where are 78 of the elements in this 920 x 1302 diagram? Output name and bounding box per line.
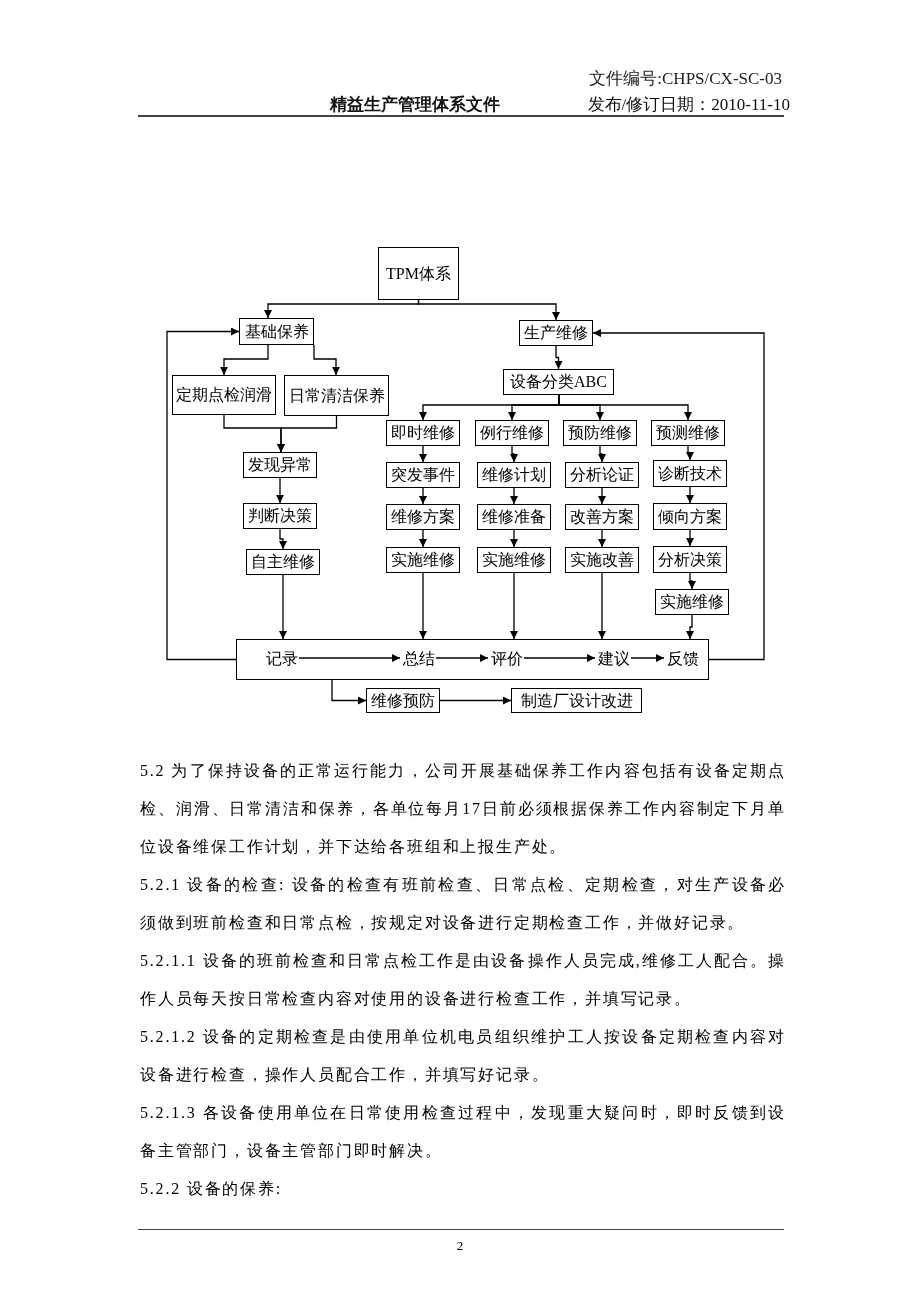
header-text: 发布/修订日期：2010-11-10 — [586, 94, 790, 116]
arrow — [331, 679, 367, 705]
arrow — [598, 445, 606, 463]
page-number: 2 — [455, 1237, 465, 1255]
arrow — [558, 394, 692, 421]
arrow — [419, 487, 427, 505]
process-box: 实施维修 — [386, 547, 460, 573]
arrow — [688, 572, 696, 590]
arrow — [279, 528, 287, 550]
body-paragraph: 5.2.2 设备的保养: — [140, 1179, 284, 1199]
process-box: 突发事件 — [386, 462, 460, 488]
header-text: 精益生产管理体系文件 — [330, 93, 501, 116]
process-box: 预测维修 — [651, 420, 725, 446]
process-box: 分析决策 — [653, 546, 727, 573]
step-label: 建议 — [596, 649, 632, 669]
step-label: 反馈 — [665, 649, 701, 669]
arrow — [435, 654, 489, 662]
arrow — [686, 614, 694, 640]
process-box: 定期点检润滑 — [172, 375, 276, 415]
arrow — [419, 445, 427, 463]
process-box: 日常清洁保养 — [284, 375, 389, 416]
arrow — [439, 696, 512, 705]
arrow — [298, 654, 401, 662]
process-box: 预防维修 — [563, 420, 637, 446]
arrow — [277, 415, 338, 453]
arrow — [592, 329, 765, 661]
body-paragraph: 5.2.1 设备的检查: 设备的检查有班前检查、日常点检、定期检查，对生产设备必须做到班前检查和日常点检，按规定对设备进行定期检查工作，并做好记录。 — [140, 875, 786, 933]
process-box: 判断决策 — [243, 503, 317, 529]
header-text: 文件编号:CHPS/CX-SC-03 — [588, 68, 782, 90]
process-box: 分析论证 — [565, 462, 639, 488]
process-box: 实施改善 — [565, 547, 639, 573]
arrow — [510, 487, 518, 505]
arrow — [313, 344, 340, 376]
process-box: 诊断技术 — [653, 460, 727, 487]
arrow — [630, 654, 665, 662]
arrow — [598, 529, 606, 548]
process-box: 实施维修 — [655, 589, 729, 615]
step-label: 评价 — [489, 649, 525, 669]
process-box: 即时维修 — [386, 420, 460, 446]
process-box: 维修预防 — [366, 688, 440, 713]
process-box: 发现异常 — [243, 452, 317, 478]
body-paragraph: 5.2 为了保持设备的正常运行能力，公司开展基础保养工作内容包括有设备定期点检、润滑、日常清洁和保养，各单位每月17日前必须根据保养工作内容制定下月单位设备维保工作计划，并下达给各班组和上报生产处。 — [140, 761, 786, 857]
arrow — [510, 529, 518, 548]
arrow — [279, 574, 287, 640]
process-box: 制造厂设计改进 — [511, 688, 642, 713]
process-box: 生产维修 — [519, 320, 593, 346]
process-box: 维修计划 — [477, 462, 551, 488]
process-box: 倾向方案 — [653, 503, 727, 530]
arrow — [276, 477, 284, 504]
arrow — [419, 572, 427, 640]
body-paragraph: 5.2.1.1 设备的班前检查和日常点检工作是由设备操作人员完成,维修工人配合。操作人员每天按日常检查内容对使用的设备进行检查工作，并填写记录。 — [140, 951, 786, 1009]
process-box: 改善方案 — [565, 504, 639, 530]
body-paragraph: 5.2.1.2 设备的定期检查是由使用单位机电员组织维护工人按设备定期检查内容对设备进行检查，操作人员配合工作，并填写好记录。 — [140, 1027, 786, 1085]
process-box: 维修准备 — [477, 504, 551, 530]
arrow — [598, 487, 606, 505]
arrow — [166, 327, 240, 661]
step-label: 总结 — [401, 649, 437, 669]
body-paragraph: 5.2.1.3 各设备使用单位在日常使用检查过程中，发现重大疑问时，即时反馈到设备主管部门，设备主管部门即时解决。 — [140, 1103, 786, 1161]
process-box: 例行维修 — [475, 420, 549, 446]
step-label: 记录 — [264, 649, 300, 669]
arrow — [598, 572, 606, 640]
process-box: 维修方案 — [386, 504, 460, 530]
process-box: 自主维修 — [246, 549, 320, 575]
process-box: 设备分类ABC — [503, 369, 614, 395]
process-box: 基础保养 — [239, 318, 314, 345]
arrow — [419, 529, 427, 548]
arrow — [554, 345, 563, 370]
arrow — [686, 445, 694, 461]
feedback-panel — [236, 639, 709, 680]
process-box: TPM体系 — [378, 247, 459, 300]
arrow — [686, 486, 694, 504]
arrow — [220, 344, 269, 376]
process-box: 实施维修 — [477, 547, 551, 573]
arrow — [686, 529, 694, 547]
arrow — [510, 445, 518, 463]
arrow — [510, 572, 518, 640]
arrow — [523, 654, 596, 662]
arrow — [417, 299, 560, 321]
